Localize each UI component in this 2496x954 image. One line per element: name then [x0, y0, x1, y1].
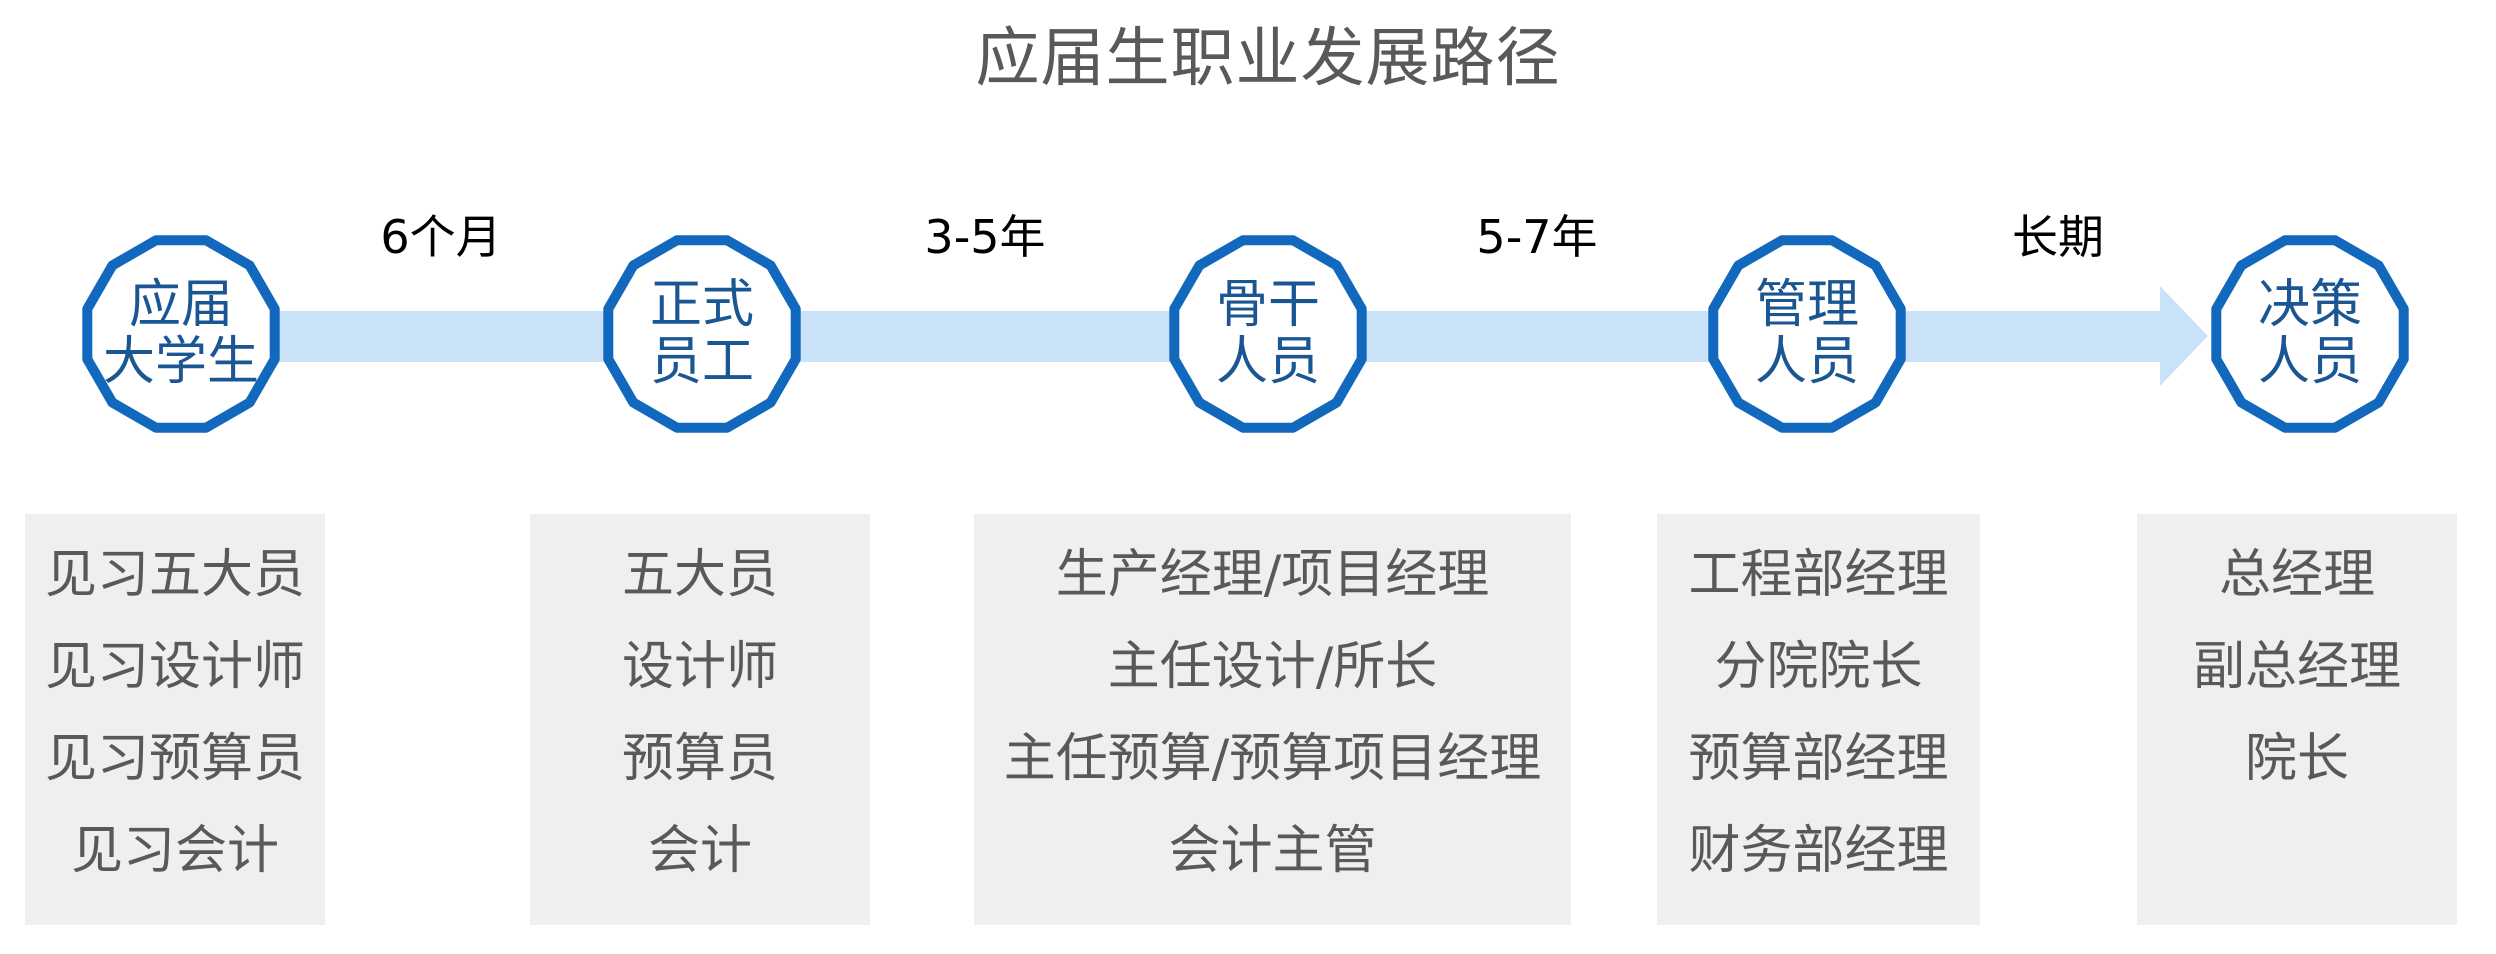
stage-roles-box-3: 生产经理/项目经理 主任设计/所长 主任预算/预算项目经理 会计主管 [974, 514, 1571, 925]
role-item: 分院院长 [1714, 637, 1923, 697]
role-item: 生产经理/项目经理 [1055, 545, 1490, 605]
stage-roles-box-4: 工程部经理 分院院长 预算部经理 财务部经理 [1657, 514, 1980, 925]
stage-label-line2: 人员 [1215, 332, 1320, 392]
role-item: 工程部经理 [1688, 545, 1949, 605]
stage-node-label: 应届 大学生 [76, 229, 286, 439]
dodecagon-icon [2211, 235, 2409, 433]
stage-node-label: 管理 人员 [1702, 229, 1912, 439]
transition-label-1: 6个月 [380, 210, 502, 264]
role-item: 预算部经理 [1688, 729, 1949, 789]
role-item: 见习会计 [70, 821, 279, 881]
role-item: 主任预算/预算项目经理 [1003, 729, 1542, 789]
role-item: 见习预算员 [44, 729, 305, 789]
transition-label-2: 3-5年 [924, 210, 1046, 264]
stage-node-3: 骨干 人员 [1163, 229, 1373, 439]
role-item: 总经理 [2218, 545, 2375, 605]
role-item: 副总经理 [2192, 637, 2401, 697]
stage-label-line2: 人员 [2257, 332, 2362, 392]
role-item: 五大员 [621, 545, 778, 605]
role-item: 主任设计/所长 [1107, 637, 1438, 697]
dodecagon-icon [1708, 235, 1906, 433]
stage-node-1: 应届 大学生 [76, 229, 286, 439]
role-item: 见习五大员 [44, 545, 305, 605]
stage-label-line2: 人员 [1754, 332, 1859, 392]
stage-roles-box-1: 见习五大员 见习设计师 见习预算员 见习会计 [25, 514, 325, 925]
stage-node-2: 正式 员工 [597, 229, 807, 439]
role-item: 会计 [647, 821, 752, 881]
stage-label-line1: 正式 [649, 275, 754, 335]
dodecagon-icon [82, 235, 280, 433]
stage-label-line1: 决策 [2257, 275, 2362, 335]
stage-node-label: 正式 员工 [597, 229, 807, 439]
transition-label-4: 长期 [2012, 210, 2104, 264]
stage-node-5: 决策 人员 [2205, 229, 2415, 439]
stage-node-4: 管理 人员 [1702, 229, 1912, 439]
transition-label-3: 5-7年 [1476, 210, 1598, 264]
dodecagon-icon [603, 235, 801, 433]
stage-label-line2: 大学生 [102, 332, 259, 392]
role-item: 设计师 [621, 637, 778, 697]
role-item: 院长 [2244, 729, 2349, 789]
stage-roles-box-5: 总经理 副总经理 院长 [2137, 514, 2457, 925]
role-item: 财务部经理 [1688, 821, 1949, 881]
stage-label-line2: 员工 [649, 332, 754, 392]
stage-node-label: 骨干 人员 [1163, 229, 1373, 439]
stage-label-line1: 管理 [1754, 275, 1859, 335]
role-item: 预算员 [621, 729, 778, 789]
stage-label-line1: 应届 [128, 275, 233, 335]
role-item: 会计主管 [1168, 821, 1377, 881]
stage-label-line1: 骨干 [1215, 275, 1320, 335]
page-title: 应届生职业发展路径 [975, 22, 1561, 96]
dodecagon-icon [1169, 235, 1367, 433]
stage-roles-box-2: 五大员 设计师 预算员 会计 [530, 514, 870, 925]
stage-node-label: 决策 人员 [2205, 229, 2415, 439]
role-item: 见习设计师 [44, 637, 305, 697]
